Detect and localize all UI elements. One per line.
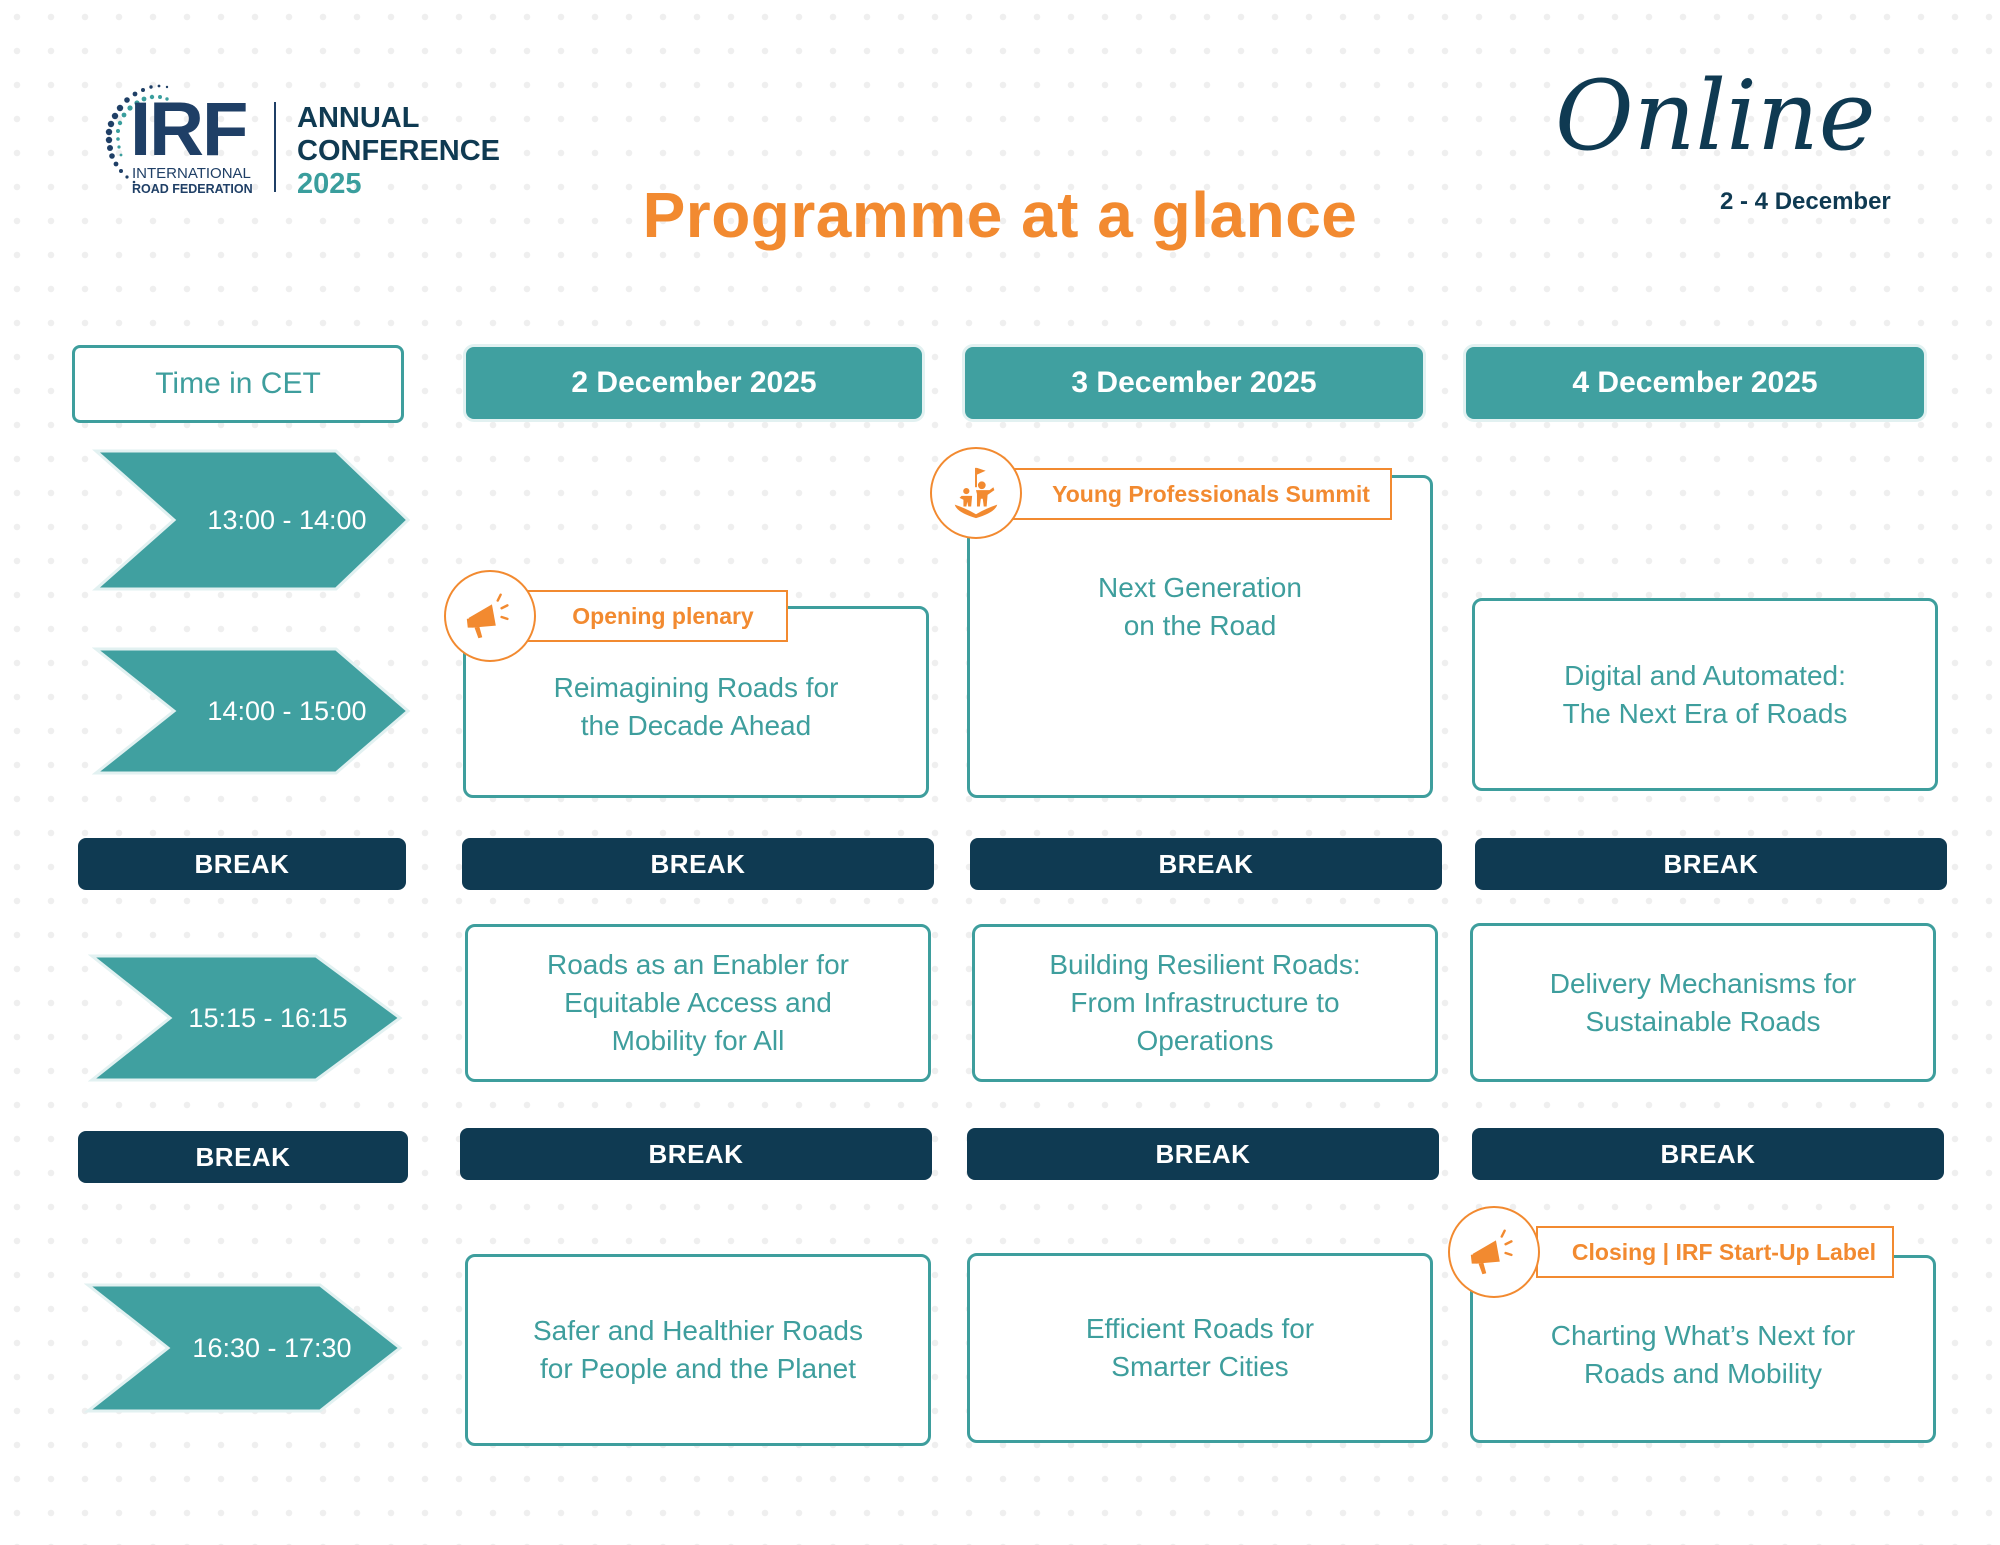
online-label: Online [1555, 60, 1876, 172]
day-header-3: 4 December 2025 [1466, 347, 1924, 419]
session-title: Next Generation on the Road [1098, 571, 1302, 641]
break-time-column-2: BREAK [78, 1131, 408, 1183]
session-day3-slot2[interactable]: Delivery Mechanisms for Sustainable Road… [1470, 923, 1936, 1082]
break-time-column-1: BREAK [78, 838, 406, 890]
break-day1-1: BREAK [462, 838, 934, 890]
event-line2: CONFERENCE [297, 135, 501, 167]
irf-logo: IRF INTERNATIONAL ROAD FEDERATION ANNUAL… [92, 72, 500, 202]
session-title: Charting What’s Next for Roads and Mobil… [1550, 1320, 1856, 1389]
page-title: Programme at a glance [642, 179, 1358, 251]
megaphone-icon [1470, 1229, 1513, 1275]
time-slot-3: 15:15 - 16:15 [88, 952, 408, 1084]
logo-line1: INTERNATIONAL [132, 165, 251, 182]
time-slot-label: 16:30 - 17:30 [192, 1332, 352, 1363]
megaphone-badge [1448, 1206, 1540, 1298]
logo-line2: ROAD FEDERATION [132, 182, 253, 196]
time-slot-label: 13:00 - 14:00 [207, 504, 367, 535]
time-column-header: Time in CET [72, 345, 404, 423]
event-year: 2025 [297, 168, 362, 200]
session-title: Delivery Mechanisms for Sustainable Road… [1549, 967, 1857, 1037]
event-dates: 2 - 4 December [1720, 188, 1891, 215]
chevron-arrow-icon [84, 1283, 403, 1413]
session-title: Building Resilient Roads: From Infrastru… [1049, 949, 1361, 1056]
megaphone-badge [444, 570, 536, 662]
break-day2-1: BREAK [970, 838, 1442, 890]
session-day1-slot2[interactable]: Roads as an Enabler for Equitable Access… [465, 924, 931, 1082]
session-tag-label: Opening plenary [572, 602, 754, 629]
chevron-arrow-icon [88, 954, 403, 1082]
day-header-2: 3 December 2025 [965, 347, 1423, 419]
event-format: Online 2 - 4 December [1555, 60, 1891, 215]
session-title: Reimagining Roads for the Decade Ahead [553, 672, 839, 741]
young-professionals-badge [930, 447, 1022, 539]
break-day2-2: BREAK [967, 1128, 1439, 1180]
session-title: Digital and Automated: The Next Era of R… [1562, 659, 1848, 729]
event-line1: ANNUAL [297, 102, 420, 134]
session-title: Safer and Healthier Roads for People and… [533, 1315, 863, 1384]
session-tag-label: Closing | IRF Start-Up Label [1571, 1238, 1877, 1265]
young-professionals-icon [954, 467, 998, 519]
logo-acronym: IRF [130, 87, 248, 172]
time-slot-label: 14:00 - 15:00 [207, 695, 367, 726]
break-day1-2: BREAK [460, 1128, 932, 1180]
session-tag-opening-plenary: Opening plenary [518, 590, 788, 642]
break-day3-1: BREAK [1475, 838, 1947, 890]
session-title: Efficient Roads for Smarter Cities [1085, 1313, 1315, 1382]
time-slot-2: 14:00 - 15:00 [92, 645, 412, 777]
session-day3-slot1[interactable]: Digital and Automated: The Next Era of R… [1472, 598, 1938, 791]
session-day2-slot3[interactable]: Efficient Roads for Smarter Cities [967, 1253, 1433, 1443]
session-day1-slot3[interactable]: Safer and Healthier Roads for People and… [465, 1254, 931, 1446]
session-title: Roads as an Enabler for Equitable Access… [547, 949, 849, 1056]
chevron-arrow-icon [92, 449, 411, 591]
logo-divider [274, 102, 276, 192]
session-day2-slot1[interactable]: Next Generation on the Road [967, 475, 1433, 798]
chevron-arrow-icon [92, 647, 411, 775]
time-slot-4: 16:30 - 17:30 [84, 1281, 406, 1415]
session-day2-slot2[interactable]: Building Resilient Roads: From Infrastru… [972, 924, 1438, 1082]
dotted-ring-icon [105, 84, 169, 184]
time-slot-label: 15:15 - 16:15 [188, 1002, 348, 1033]
break-day3-2: BREAK [1472, 1128, 1944, 1180]
time-slot-1: 13:00 - 14:00 [92, 447, 412, 593]
session-tag-young-professionals: Young Professionals Summit [1006, 468, 1392, 520]
event-name: ANNUAL CONFERENCE 2025 [297, 102, 500, 201]
session-tag-label: Young Professionals Summit [1052, 480, 1370, 507]
session-tag-closing: Closing | IRF Start-Up Label [1536, 1226, 1894, 1278]
megaphone-icon [466, 593, 509, 639]
day-header-1: 2 December 2025 [466, 347, 922, 419]
session-day3-slot3[interactable]: Charting What’s Next for Roads and Mobil… [1470, 1255, 1936, 1443]
